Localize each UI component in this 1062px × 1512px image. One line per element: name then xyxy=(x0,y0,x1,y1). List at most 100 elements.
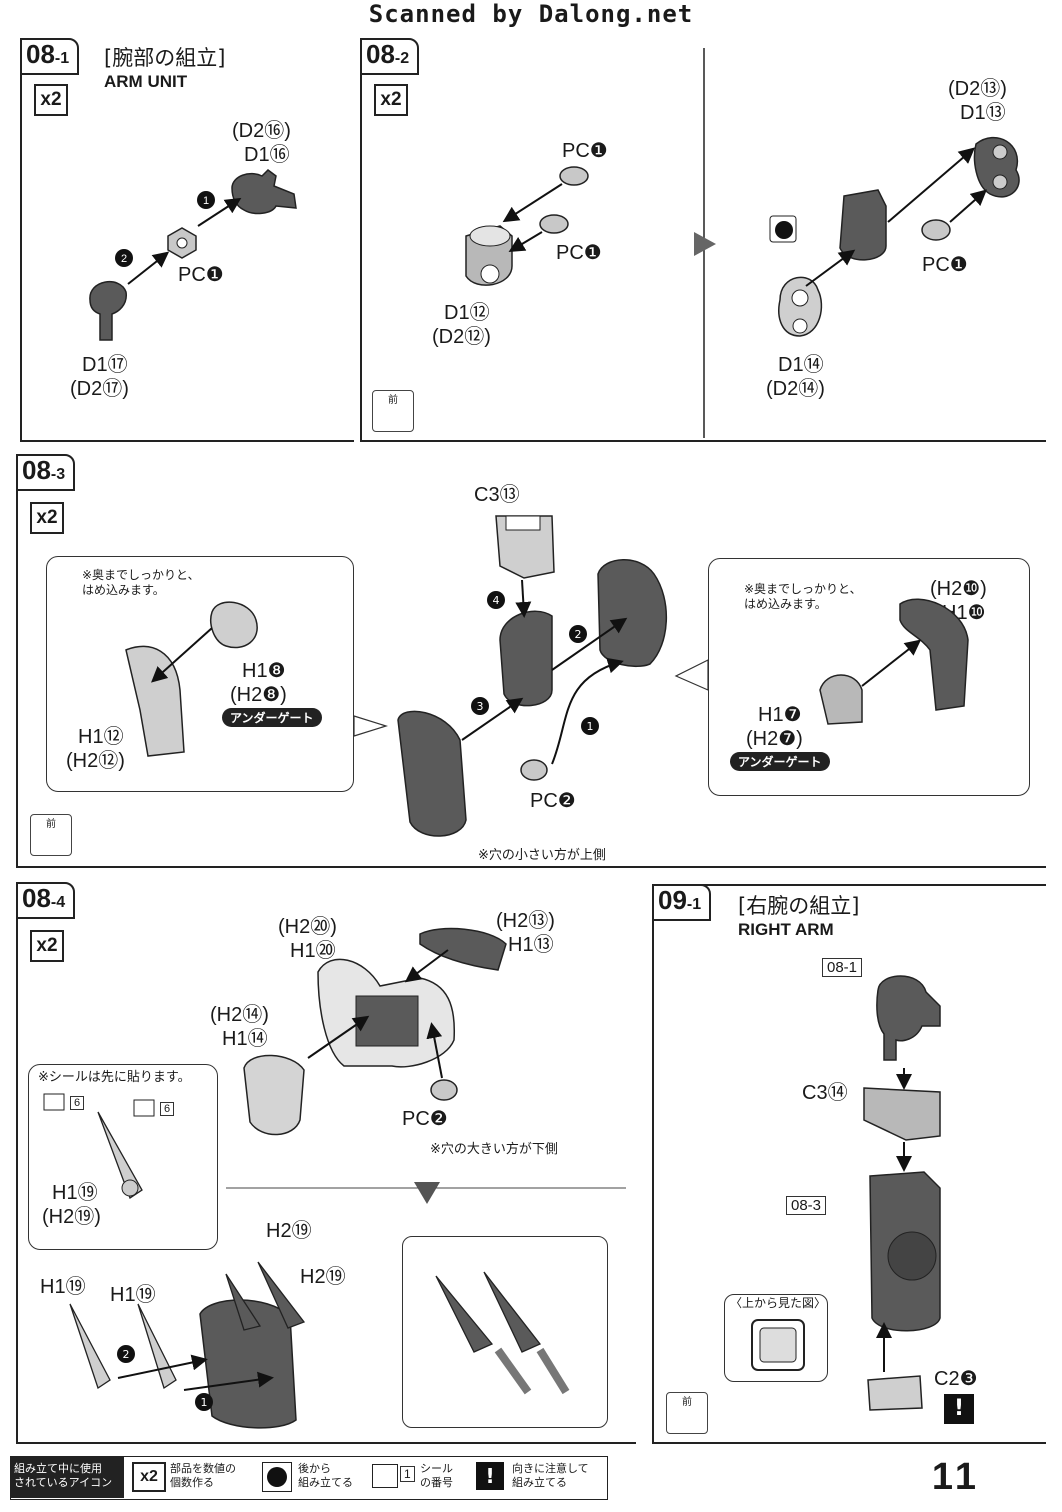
label-pc2: PC❷ xyxy=(402,1108,448,1130)
title-arm-unit-jp: [腕部の組立] xyxy=(104,46,226,70)
legend-sticker-text: シール の番号 xyxy=(420,1462,453,1489)
legend-sticker-number: 1 xyxy=(400,1466,415,1482)
under-gate-badge: アンダーゲート xyxy=(222,708,322,727)
svg-text:2: 2 xyxy=(123,1348,130,1361)
label-h1-7: H1❼ xyxy=(758,704,802,726)
label-pc1-mid: PC❶ xyxy=(556,242,602,264)
step-number-08-3: 08-3 xyxy=(16,454,76,491)
label-h1-8: H1❽ xyxy=(242,660,286,682)
caution-icon: ! xyxy=(944,1394,974,1424)
note-sticker-first: ※シールは先に貼ります。 xyxy=(38,1070,191,1085)
panel-09-1 xyxy=(652,884,1046,1444)
sticker-number-left: 6 xyxy=(70,1096,85,1110)
label-h1-19a: H1⑲ xyxy=(52,1182,98,1204)
part-c3-13 xyxy=(495,515,555,579)
svg-text:1: 1 xyxy=(203,195,209,207)
part-h1-20 xyxy=(317,958,456,1068)
label-c2-3: C2❸ xyxy=(934,1368,978,1390)
part-d1-14 xyxy=(778,276,823,337)
label-h2-8: (H2❽) xyxy=(230,684,287,706)
step-number-08-4: 08-4 xyxy=(16,882,76,919)
scan-header: Scanned by Dalong.net xyxy=(368,0,694,28)
part-pc2 xyxy=(430,1079,458,1101)
label-h2-10: (H2❿) xyxy=(930,578,987,600)
part-forearm xyxy=(397,710,467,837)
label-h1-13: H1⑬ xyxy=(508,934,554,956)
part-pc1-mid xyxy=(539,214,569,234)
front-direction-icon: 前 xyxy=(30,814,72,856)
svg-text:4: 4 xyxy=(493,594,500,607)
label-d1-16: D1⑯ xyxy=(244,144,290,166)
under-gate-badge-right: アンダーゲート xyxy=(730,752,830,771)
label-pc1-top: PC❶ xyxy=(562,140,608,162)
qty-x2-icon: x2 xyxy=(30,930,64,962)
panel-08-1 xyxy=(20,40,354,442)
front-direction-icon: 前 xyxy=(372,390,414,432)
step-number-08-1: 08-1 xyxy=(20,38,80,75)
label-h1-19c: H1⑲ xyxy=(110,1284,156,1306)
label-h2-19c: H2⑲ xyxy=(300,1266,346,1288)
title-arm-unit-en: ARM UNIT xyxy=(104,72,188,91)
label-h2-19b: H2⑲ xyxy=(266,1220,312,1242)
legend-qty-text: 部品を数値の 個数作る xyxy=(170,1462,236,1489)
legend-qty-icon: x2 xyxy=(132,1462,166,1492)
title-right-arm-en: RIGHT ARM xyxy=(738,920,834,939)
qty-x2-icon: x2 xyxy=(34,84,68,116)
label-d1-12: D1⑫ xyxy=(444,302,490,324)
part-c2-3 xyxy=(867,1375,923,1411)
part-h1-13 xyxy=(419,927,507,971)
label-c3-14: C3⑭ xyxy=(802,1082,848,1104)
part-upper-arm xyxy=(876,975,941,1061)
label-h2-7: (H2❼) xyxy=(746,728,803,750)
label-h1-12: H1⑫ xyxy=(78,726,124,748)
label-h1-20: H1⑳ xyxy=(290,940,336,962)
label-h1-19b: H1⑲ xyxy=(40,1276,86,1298)
panel-08-2 xyxy=(360,40,1046,442)
note-press-left: ※奥までしっかりと、 はめ込みます。 xyxy=(82,568,200,597)
label-h2-14: (H2⑭) xyxy=(210,1004,269,1026)
label-pc2: PC❷ xyxy=(530,790,576,812)
page-number: 11 xyxy=(931,1456,980,1498)
callout-left xyxy=(46,556,354,792)
panel-08-3 xyxy=(16,454,1046,868)
svg-text:3: 3 xyxy=(477,700,484,713)
part-pc1-top xyxy=(559,166,589,186)
part-pc2 xyxy=(520,759,548,781)
svg-text:2: 2 xyxy=(575,628,582,641)
label-h2-13: (H2⑬) xyxy=(496,910,555,932)
title-right-arm-jp: [右腕の組立] xyxy=(738,894,860,918)
label-c3-13: C3⑬ xyxy=(474,484,520,506)
label-d2-17: (D2⑰) xyxy=(70,378,129,400)
legend-back-icon xyxy=(262,1462,292,1492)
ref-08-3: 08-3 xyxy=(786,1196,827,1215)
part-upper-shoulder xyxy=(597,559,668,668)
label-pc1-right: PC❶ xyxy=(922,254,968,276)
label-d2-12: (D2⑫) xyxy=(432,326,491,348)
label-top-view: 〈上から見た図〉 xyxy=(730,1296,827,1310)
sticker-number-right: 6 xyxy=(160,1102,175,1116)
legend-back-text: 後から 組み立てる xyxy=(298,1462,353,1489)
panel-08-4 xyxy=(16,882,636,1444)
note-hole-large: ※穴の大きい方が下側 xyxy=(430,1142,558,1157)
part-pc1-right xyxy=(921,219,951,241)
front-direction-icon: 前 xyxy=(666,1392,708,1434)
label-d2-16: (D2⑯) xyxy=(232,120,291,142)
part-d1-13 xyxy=(973,136,1020,198)
label-d1-13: D1⑬ xyxy=(960,102,1006,124)
ref-08-1: 08-1 xyxy=(822,958,863,977)
legend-title: 組み立て中に使用 されているアイコン xyxy=(10,1456,124,1498)
legend-caution-icon: ! xyxy=(476,1462,504,1490)
svg-text:1: 1 xyxy=(201,1396,208,1409)
note-press-right: ※奥までしっかりと、 はめ込みます。 xyxy=(744,582,862,611)
label-d1-17: D1⑰ xyxy=(82,354,128,376)
label-h2-12: (H2⑫) xyxy=(66,750,125,772)
part-d1-16 xyxy=(231,169,297,215)
step-number-09-1: 09-1 xyxy=(652,884,712,921)
note-hole-small: ※穴の小さい方が上側 xyxy=(478,848,606,863)
legend-caution-text: 向きに注意して 組み立てる xyxy=(512,1462,589,1489)
part-arm-assembled xyxy=(869,1171,941,1332)
label-d2-14: (D2⑭) xyxy=(766,378,825,400)
part-assembled-d1 xyxy=(839,189,887,261)
part-c3-14 xyxy=(863,1087,941,1141)
